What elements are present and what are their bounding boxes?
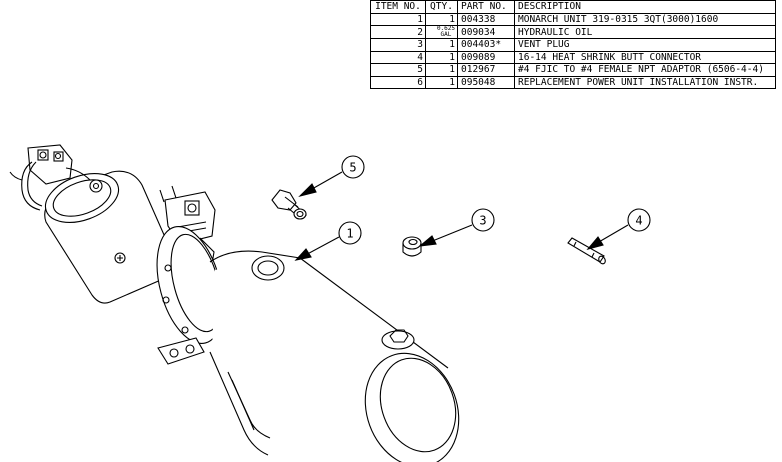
bom-qty-stack: 0.625 GAL bbox=[437, 26, 455, 38]
power-unit-assembly bbox=[9, 144, 460, 462]
mounting-bracket bbox=[157, 337, 205, 365]
motor-terminal-block bbox=[9, 144, 103, 211]
bom-row: 3 1 004403* VENT PLUG bbox=[370, 38, 776, 52]
bom-qty-amount: 0.625 bbox=[436, 25, 455, 32]
butt-connector bbox=[567, 237, 606, 265]
bom-part-no: 009034 bbox=[457, 25, 515, 39]
motor-housing bbox=[44, 170, 177, 304]
bom-qty-unit: GAL bbox=[440, 31, 452, 38]
bom-description: HYDRAULIC OIL bbox=[514, 25, 776, 39]
callout-4 bbox=[586, 208, 651, 250]
callout-3 bbox=[418, 208, 495, 247]
bom-description: REPLACEMENT POWER UNIT INSTALLATION INST… bbox=[514, 75, 776, 89]
callout-5-label: 5 bbox=[349, 161, 356, 175]
bom-row: 6 1 095048 REPLACEMENT POWER UNIT INSTAL… bbox=[370, 75, 776, 89]
callout-4-label: 4 bbox=[635, 214, 642, 228]
callout-3-label: 3 bbox=[479, 214, 486, 228]
callout-1-label: 1 bbox=[346, 227, 353, 241]
bill-of-materials-table: ITEM NO. QTY. PART NO. DESCRIPTION 1 1 0… bbox=[370, 0, 776, 89]
bom-row: 4 1 009089 16-14 HEAT SHRINK BUTT CONNEC… bbox=[370, 50, 776, 64]
bom-header-row: ITEM NO. QTY. PART NO. DESCRIPTION bbox=[370, 0, 776, 14]
adapter-fitting bbox=[271, 189, 307, 220]
callout-5 bbox=[298, 155, 365, 198]
reservoir-tank bbox=[209, 248, 460, 462]
vent-plug bbox=[402, 236, 422, 257]
callout-1 bbox=[294, 221, 362, 261]
bom-row: 2 0.625 GAL 009034 HYDRAULIC OIL bbox=[370, 25, 776, 39]
bom-row: 1 1 004338 MONARCH UNIT 319-0315 3QT(300… bbox=[370, 12, 776, 26]
